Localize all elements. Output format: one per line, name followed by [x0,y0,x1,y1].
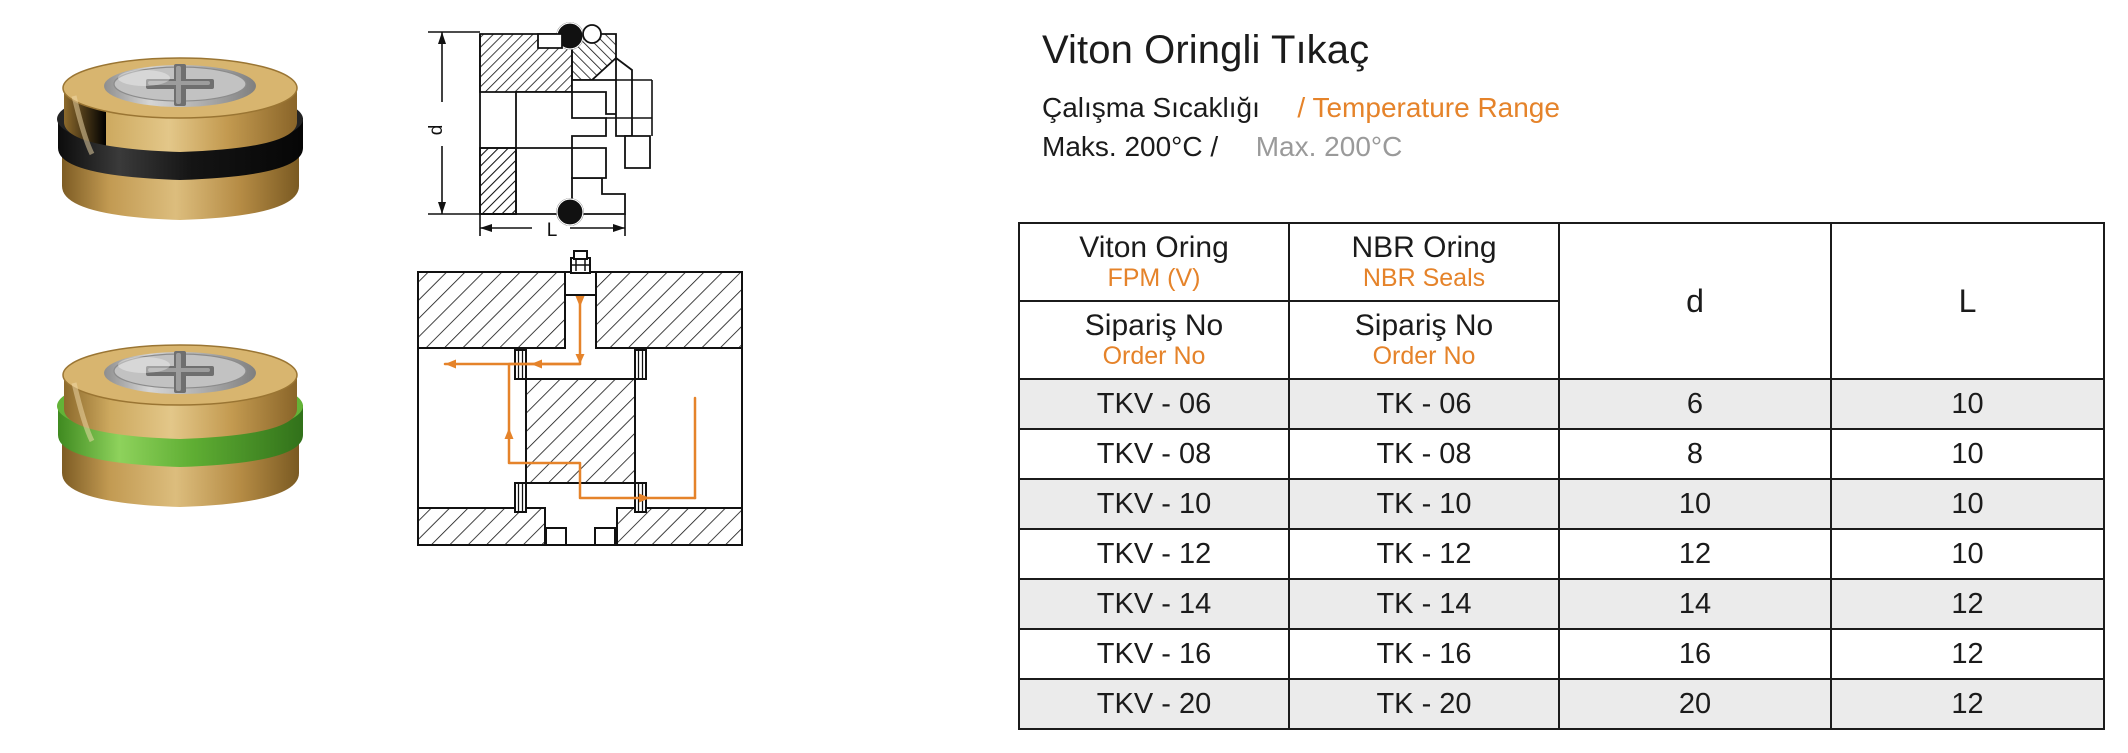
cell-d-value: 20 [1558,678,1832,730]
cell-L-value: 12 [1830,628,2105,680]
cell-nbr-order-no: TK - 06 [1288,378,1560,430]
product-photo-panel [0,0,420,753]
nbr-oring-label: NBR Oring [1351,231,1497,265]
temperature-label-tr: Çalışma Sıcaklığı [1042,92,1260,123]
page-title: Viton Oringli Tıkaç [1042,28,1370,72]
cell-L-value: 10 [1830,378,2105,430]
technical-drawing-flow-cutaway [415,248,745,548]
cell-nbr-order-no: TK - 12 [1288,528,1560,580]
product-photo-viton-black-oring [48,48,313,238]
column-header-viton-oring: Viton Oring FPM (V) [1018,222,1290,302]
viton-order-no-sublabel: Order No [1102,342,1206,371]
cell-d-value: 8 [1558,428,1832,480]
cell-L-value: 10 [1830,428,2105,480]
cell-viton-order-no: TKV - 12 [1018,528,1290,580]
cell-viton-order-no: TKV - 16 [1018,628,1290,680]
cell-viton-order-no: TKV - 06 [1018,378,1290,430]
dimension-label-L: L [547,220,558,241]
cell-d-value: 14 [1558,578,1832,630]
cell-viton-order-no: TKV - 10 [1018,478,1290,530]
column-subheader-viton-order-no: Sipariş No Order No [1018,300,1290,380]
nbr-order-no-sublabel: Order No [1372,342,1476,371]
temperature-label-en: / Temperature Range [1297,92,1560,123]
column-header-L: L [1830,222,2105,380]
cell-d-value: 16 [1558,628,1832,680]
cell-viton-order-no: TKV - 20 [1018,678,1290,730]
temperature-value-en: Max. 200°C [1255,130,1403,162]
nbr-oring-sublabel: NBR Seals [1362,264,1486,293]
cell-nbr-order-no: TK - 14 [1288,578,1560,630]
viton-oring-label: Viton Oring [1079,231,1229,265]
cell-viton-order-no: TKV - 08 [1018,428,1290,480]
cell-nbr-order-no: TK - 10 [1288,478,1560,530]
dimension-label-d: d [426,125,447,136]
specification-table: Viton Oring FPM (V) NBR Oring NBR Seals … [1018,222,2105,730]
column-header-nbr-oring: NBR Oring NBR Seals [1288,222,1560,302]
cell-L-value: 12 [1830,578,2105,630]
cell-nbr-order-no: TK - 16 [1288,628,1560,680]
temperature-range-label: Çalışma Sıcaklığı / Temperature Range [1042,90,2100,127]
technical-drawing-cross-section: d L [420,18,730,243]
temperature-value-tr: Maks. 200°C / [1042,130,1219,162]
viton-oring-sublabel: FPM (V) [1107,264,1201,293]
cell-nbr-order-no: TK - 08 [1288,428,1560,480]
cell-d-value: 10 [1558,478,1832,530]
temperature-range-value: Maks. 200°C / Max. 200°C [1042,129,2100,166]
column-header-d: d [1558,222,1832,380]
cell-L-value: 12 [1830,678,2105,730]
viton-order-no-label: Sipariş No [1084,309,1224,343]
cell-nbr-order-no: TK - 20 [1288,678,1560,730]
cell-L-value: 10 [1830,478,2105,530]
cell-viton-order-no: TKV - 14 [1018,578,1290,630]
cell-d-value: 12 [1558,528,1832,580]
table-header-row-order-no: Sipariş No Order No Sipariş No Order No [1018,300,2104,380]
product-info-column: Viton Oringli Tıkaç Çalışma Sıcaklığı / … [1040,28,2100,168]
cell-L-value: 10 [1830,528,2105,580]
table-header-row-material: Viton Oring FPM (V) NBR Oring NBR Seals … [1018,222,2105,380]
nbr-order-no-label: Sipariş No [1354,309,1494,343]
column-subheader-nbr-order-no: Sipariş No Order No [1288,300,1560,380]
cell-d-value: 6 [1558,378,1832,430]
product-photo-nbr-green-oring [48,335,313,525]
